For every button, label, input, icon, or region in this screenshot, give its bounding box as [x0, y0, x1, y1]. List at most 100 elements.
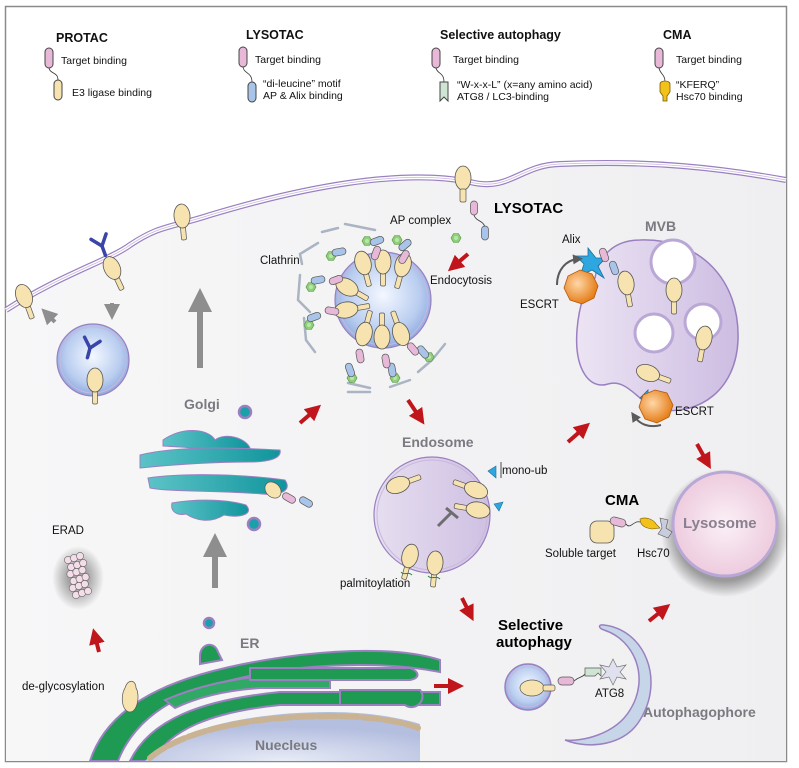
lysotac-surface-complex: LYSOTAC: [454, 165, 563, 241]
proteasome-subunit: [80, 580, 89, 588]
lysotac-label: LYSOTAC: [494, 200, 563, 217]
atg8-icon: [599, 658, 627, 686]
soluble-target-label: Soluble target: [545, 548, 617, 560]
di-leucine-motif-icon: [247, 81, 257, 103]
misfolded-protein-icon: [121, 680, 139, 713]
hsc70-label: Hsc70: [637, 548, 670, 560]
legend-title-protac: PROTAC: [56, 31, 108, 45]
autophagy-to-lysosome-arrow: [647, 604, 671, 623]
legend-title-selective-autophagy: Selective autophagy: [440, 28, 561, 42]
endoplasmic-reticulum: ER de-glycosylation: [22, 616, 441, 762]
legend-item: Target binding: [255, 54, 321, 66]
endosome-label: Endosome: [402, 434, 474, 450]
plasma-membrane: [4, 159, 787, 313]
endocytosis-arrow: [447, 252, 470, 272]
escrt-bottom-label: ESCRT: [675, 406, 714, 418]
alix-label: Alix: [562, 234, 581, 246]
proteasome-subunit: [76, 552, 84, 560]
recycling-arrow: [41, 308, 59, 326]
golgi-to-endocytic-arrow: [298, 404, 322, 425]
clathrin-coated-vesicle: [296, 222, 462, 394]
legend-selective-autophagy: Selective autophagy Target binding “W-x-…: [431, 28, 592, 103]
target-binding-icon: [238, 46, 248, 68]
legend-item: AP & Alix binding: [263, 90, 343, 102]
proteasome-subunit: [84, 587, 92, 595]
endocytic-vesicle: [56, 323, 130, 405]
proteasome-subunit: [81, 573, 90, 581]
selective-autophagy-label-2: autophagy: [496, 634, 572, 651]
receptor-icon: [264, 481, 282, 499]
kferq-motif-icon: [639, 517, 661, 530]
wxxl-motif-icon: [439, 81, 449, 103]
proteasome-subunit: [79, 559, 88, 567]
autophagophore-label: Autophagophore: [643, 704, 756, 720]
ap-complex-icon: [391, 235, 403, 245]
legend: PROTAC Target binding E3 ligase binding …: [44, 28, 743, 103]
ap-complex-label: AP complex: [390, 215, 451, 227]
er-label: ER: [240, 635, 259, 651]
legend-item: Target binding: [453, 54, 519, 66]
clathrin-label: Clathrin: [260, 255, 300, 267]
vesicle-to-endosome-arrow: [406, 398, 425, 425]
wxxl-motif-icon: [584, 667, 602, 677]
escrt-icon: [638, 389, 674, 424]
legend-lysotac: LYSOTAC Target binding “di-leucine” moti…: [238, 28, 343, 103]
lysosome-label: Lysosome: [683, 515, 757, 532]
escrt-icon: [563, 269, 599, 305]
selective-autophagy: Selective autophagy ATG8 Autophagophore: [496, 617, 756, 746]
legend-item: “di-leucine” motif: [263, 78, 341, 90]
receptor-icon: [454, 165, 472, 191]
ap-complex-icon: [450, 233, 462, 243]
legend-cma: CMA Target binding “KFERQ” Hsc70 binding: [654, 28, 743, 103]
escrt-bottom: ESCRT: [631, 389, 714, 428]
receptor-icon: [519, 679, 545, 697]
ubiquitin-icon: [493, 501, 504, 512]
nucleus-label: Nuecleus: [255, 737, 317, 753]
legend-title-lysotac: LYSOTAC: [246, 28, 304, 42]
proteasome-subunit: [78, 566, 87, 574]
antibody-icon: [82, 335, 102, 360]
legend-item: E3 ligase binding: [72, 87, 152, 99]
nucleus: Nuecleus: [145, 712, 421, 761]
legend-protac: PROTAC Target binding E3 ligase binding: [44, 31, 152, 101]
endosome-to-mvb-arrow: [566, 422, 591, 444]
palmitoylation-label: palmitoylation: [340, 578, 410, 590]
ap-complex-icon: [303, 320, 315, 330]
legend-title-cma: CMA: [663, 28, 691, 42]
alix-escrt-top: Alix ESCRT: [520, 234, 621, 311]
golgi-label: Golgi: [184, 396, 220, 412]
antibody-icon: [89, 232, 108, 258]
ubiquitin-icon: [487, 465, 497, 479]
legend-item: “W-x-x-L” (x=any amino acid): [457, 79, 592, 91]
proteasome: ERAD: [52, 525, 104, 610]
hsc70-icon: [657, 517, 673, 539]
endosome-to-autophagy-arrow: [459, 597, 474, 622]
legend-item: Target binding: [61, 55, 127, 67]
mvb-to-lysosome-arrow: [695, 443, 711, 469]
mono-ub-label: mono-ub: [502, 465, 547, 477]
endosome: Endosome mono-ub palmitoylation: [340, 434, 547, 590]
legend-item: Target binding: [676, 54, 742, 66]
inhibition-symbol: [436, 506, 459, 528]
golgi-apparatus: Golgi: [139, 396, 315, 532]
legend-item: ATG8 / LC3-binding: [457, 91, 549, 103]
target-binding-icon: [44, 47, 54, 69]
cma-label: CMA: [605, 492, 639, 509]
e3-ligase-binding-icon: [53, 79, 63, 101]
soluble-target-icon: [589, 520, 615, 544]
mvb-label: MVB: [645, 218, 676, 234]
multivesicular-body: MVB: [575, 218, 739, 412]
cma-complex: CMA Soluble target Hsc70: [545, 492, 673, 560]
kferq-motif-icon: [659, 80, 671, 102]
legend-item: “KFERQ”: [676, 79, 720, 91]
lysosome: Lysosome: [661, 469, 789, 597]
legend-item: Hsc70 binding: [676, 91, 743, 103]
selective-autophagy-label-1: Selective: [498, 617, 563, 634]
de-glycosylation-label: de-glycosylation: [22, 681, 104, 693]
escrt-top-label: ESCRT: [520, 299, 559, 311]
autophagophore: [564, 624, 652, 746]
target-binding-icon: [654, 47, 664, 69]
erad-arrow: [89, 628, 105, 653]
